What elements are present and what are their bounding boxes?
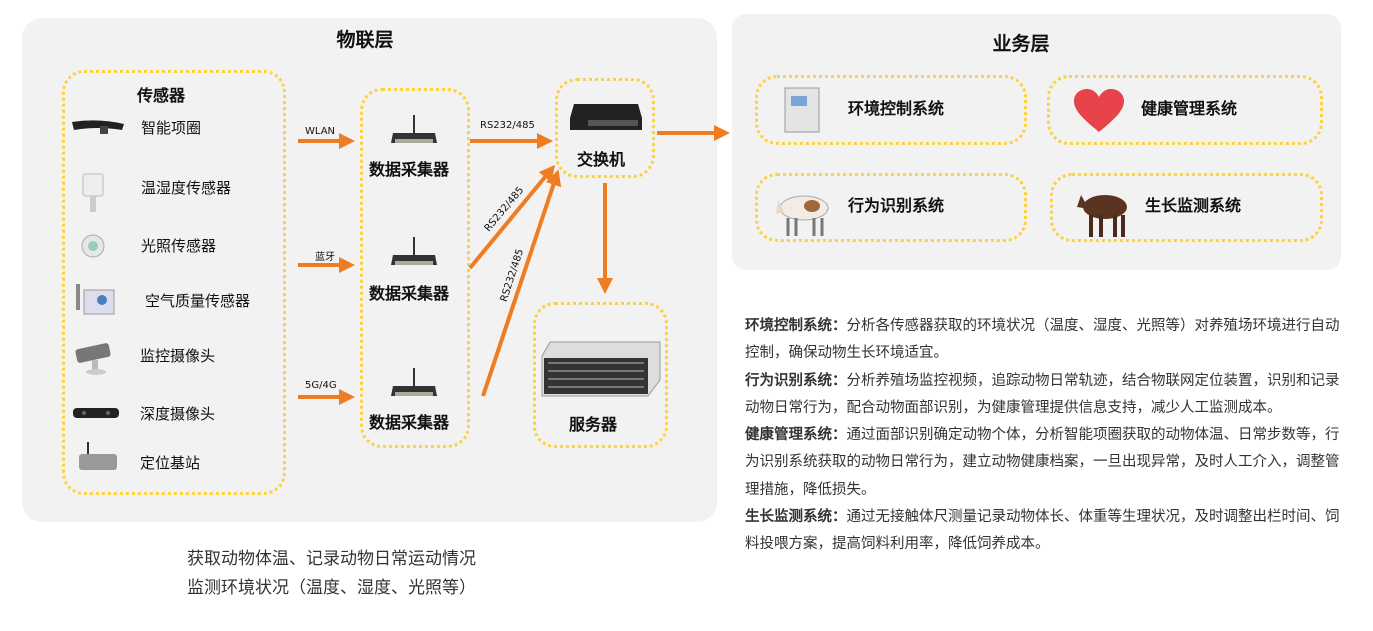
description-body: 通过面部识别确定动物个体，分析智能项圈获取的动物体温、日常步数等，行为识别系统获… <box>745 427 1340 498</box>
description-head: 健康管理系统： <box>745 427 847 444</box>
system-label: 环境控制系统 <box>848 99 945 118</box>
system-descriptions: 环境控制系统：分析各传感器获取的环境状况（温度、湿度、光照等）对养殖场环境进行自… <box>745 313 1345 559</box>
sensors-title: 传感器 <box>137 86 186 105</box>
server-icon <box>541 341 661 397</box>
description-body: 分析各传感器获取的环境状况（温度、湿度、光照等）对养殖场环境进行自动控制，确保动… <box>745 318 1340 362</box>
arrow-collector3-switch <box>481 169 562 397</box>
system-card-behavior <box>755 173 1027 242</box>
description-head: 生长监测系统： <box>745 509 847 526</box>
collector-label: 数据采集器 <box>369 413 450 432</box>
switch-label: 交换机 <box>577 150 626 169</box>
router-icon <box>391 115 437 143</box>
system-card-environment <box>755 75 1027 145</box>
collector-label: 数据采集器 <box>369 284 450 303</box>
switch-group <box>555 78 655 178</box>
description-environment: 环境控制系统：分析各传感器获取的环境状况（温度、湿度、光照等）对养殖场环境进行自… <box>745 313 1345 368</box>
sensors-group <box>62 70 286 495</box>
caption-line: 获取动物体温、记录动物日常运动情况 <box>187 549 476 569</box>
description-head: 行为识别系统： <box>745 372 847 389</box>
system-card-health <box>1047 75 1323 145</box>
server-group <box>533 302 668 448</box>
collar-icon <box>72 120 124 134</box>
positioning-base-station-icon <box>79 442 117 470</box>
sensor-label: 温湿度传感器 <box>141 179 232 197</box>
system-label: 生长监测系统 <box>1145 196 1242 215</box>
description-body: 通过无接触体尺测量记录动物体长、体重等生理状况，及时调整出栏时间、饲料投喂方案，… <box>745 509 1340 553</box>
air-quality-sensor-icon <box>76 284 115 315</box>
collectors-group <box>360 88 470 448</box>
depth-camera-icon <box>73 408 119 418</box>
link-label-5g4g: 5G/4G <box>305 380 337 391</box>
cow-icon <box>776 195 829 236</box>
system-label: 行为识别系统 <box>848 196 945 215</box>
iot-caption: 获取动物体温、记录动物日常运动情况 监测环境状况（温度、湿度、光照等） <box>187 545 476 603</box>
sensor-label: 深度摄像头 <box>140 405 216 423</box>
sensor-label: 监控摄像头 <box>140 347 216 365</box>
link-label-bluetooth: 蓝牙 <box>315 252 335 263</box>
server-label: 服务器 <box>569 415 618 434</box>
control-cabinet-icon <box>784 87 820 133</box>
sensor-label: 空气质量传感器 <box>145 292 251 310</box>
arrow-collector2-switch <box>468 164 556 270</box>
description-health: 健康管理系统：通过面部识别确定动物个体，分析智能项圈获取的动物体温、日常步数等，… <box>745 422 1345 504</box>
cctv-camera-icon <box>75 343 111 375</box>
system-card-growth <box>1050 173 1323 242</box>
business-layer-title: 业务层 <box>992 33 1050 55</box>
network-switch-icon <box>570 104 642 130</box>
heart-icon <box>1074 89 1124 132</box>
description-head: 环境控制系统： <box>745 318 847 334</box>
collector-label: 数据采集器 <box>369 160 450 179</box>
link-label-wlan: WLAN <box>305 126 336 137</box>
router-icon <box>391 368 437 396</box>
system-label: 健康管理系统 <box>1141 99 1238 118</box>
cattle-icon <box>1077 195 1127 237</box>
caption-line: 监测环境状况（温度、湿度、光照等） <box>187 578 476 598</box>
light-sensor-icon <box>81 234 105 258</box>
thermo-hygrometer-icon <box>82 173 104 212</box>
iot-layer-title: 物联层 <box>336 29 394 51</box>
router-icon <box>391 237 437 265</box>
description-body: 分析养殖场监控视频，追踪动物日常轨迹，结合物联网定位装置，识别和记录动物日常行为… <box>745 372 1340 416</box>
bus-label: RS232/485 <box>480 120 535 131</box>
sensor-label: 定位基站 <box>140 454 201 472</box>
sensor-label: 智能项圈 <box>141 119 202 137</box>
description-behavior: 行为识别系统：分析养殖场监控视频，追踪动物日常轨迹，结合物联网定位装置，识别和记… <box>745 368 1345 423</box>
description-growth: 生长监测系统：通过无接触体尺测量记录动物体长、体重等生理状况，及时调整出栏时间、… <box>745 504 1345 559</box>
sensor-label: 光照传感器 <box>141 237 217 255</box>
